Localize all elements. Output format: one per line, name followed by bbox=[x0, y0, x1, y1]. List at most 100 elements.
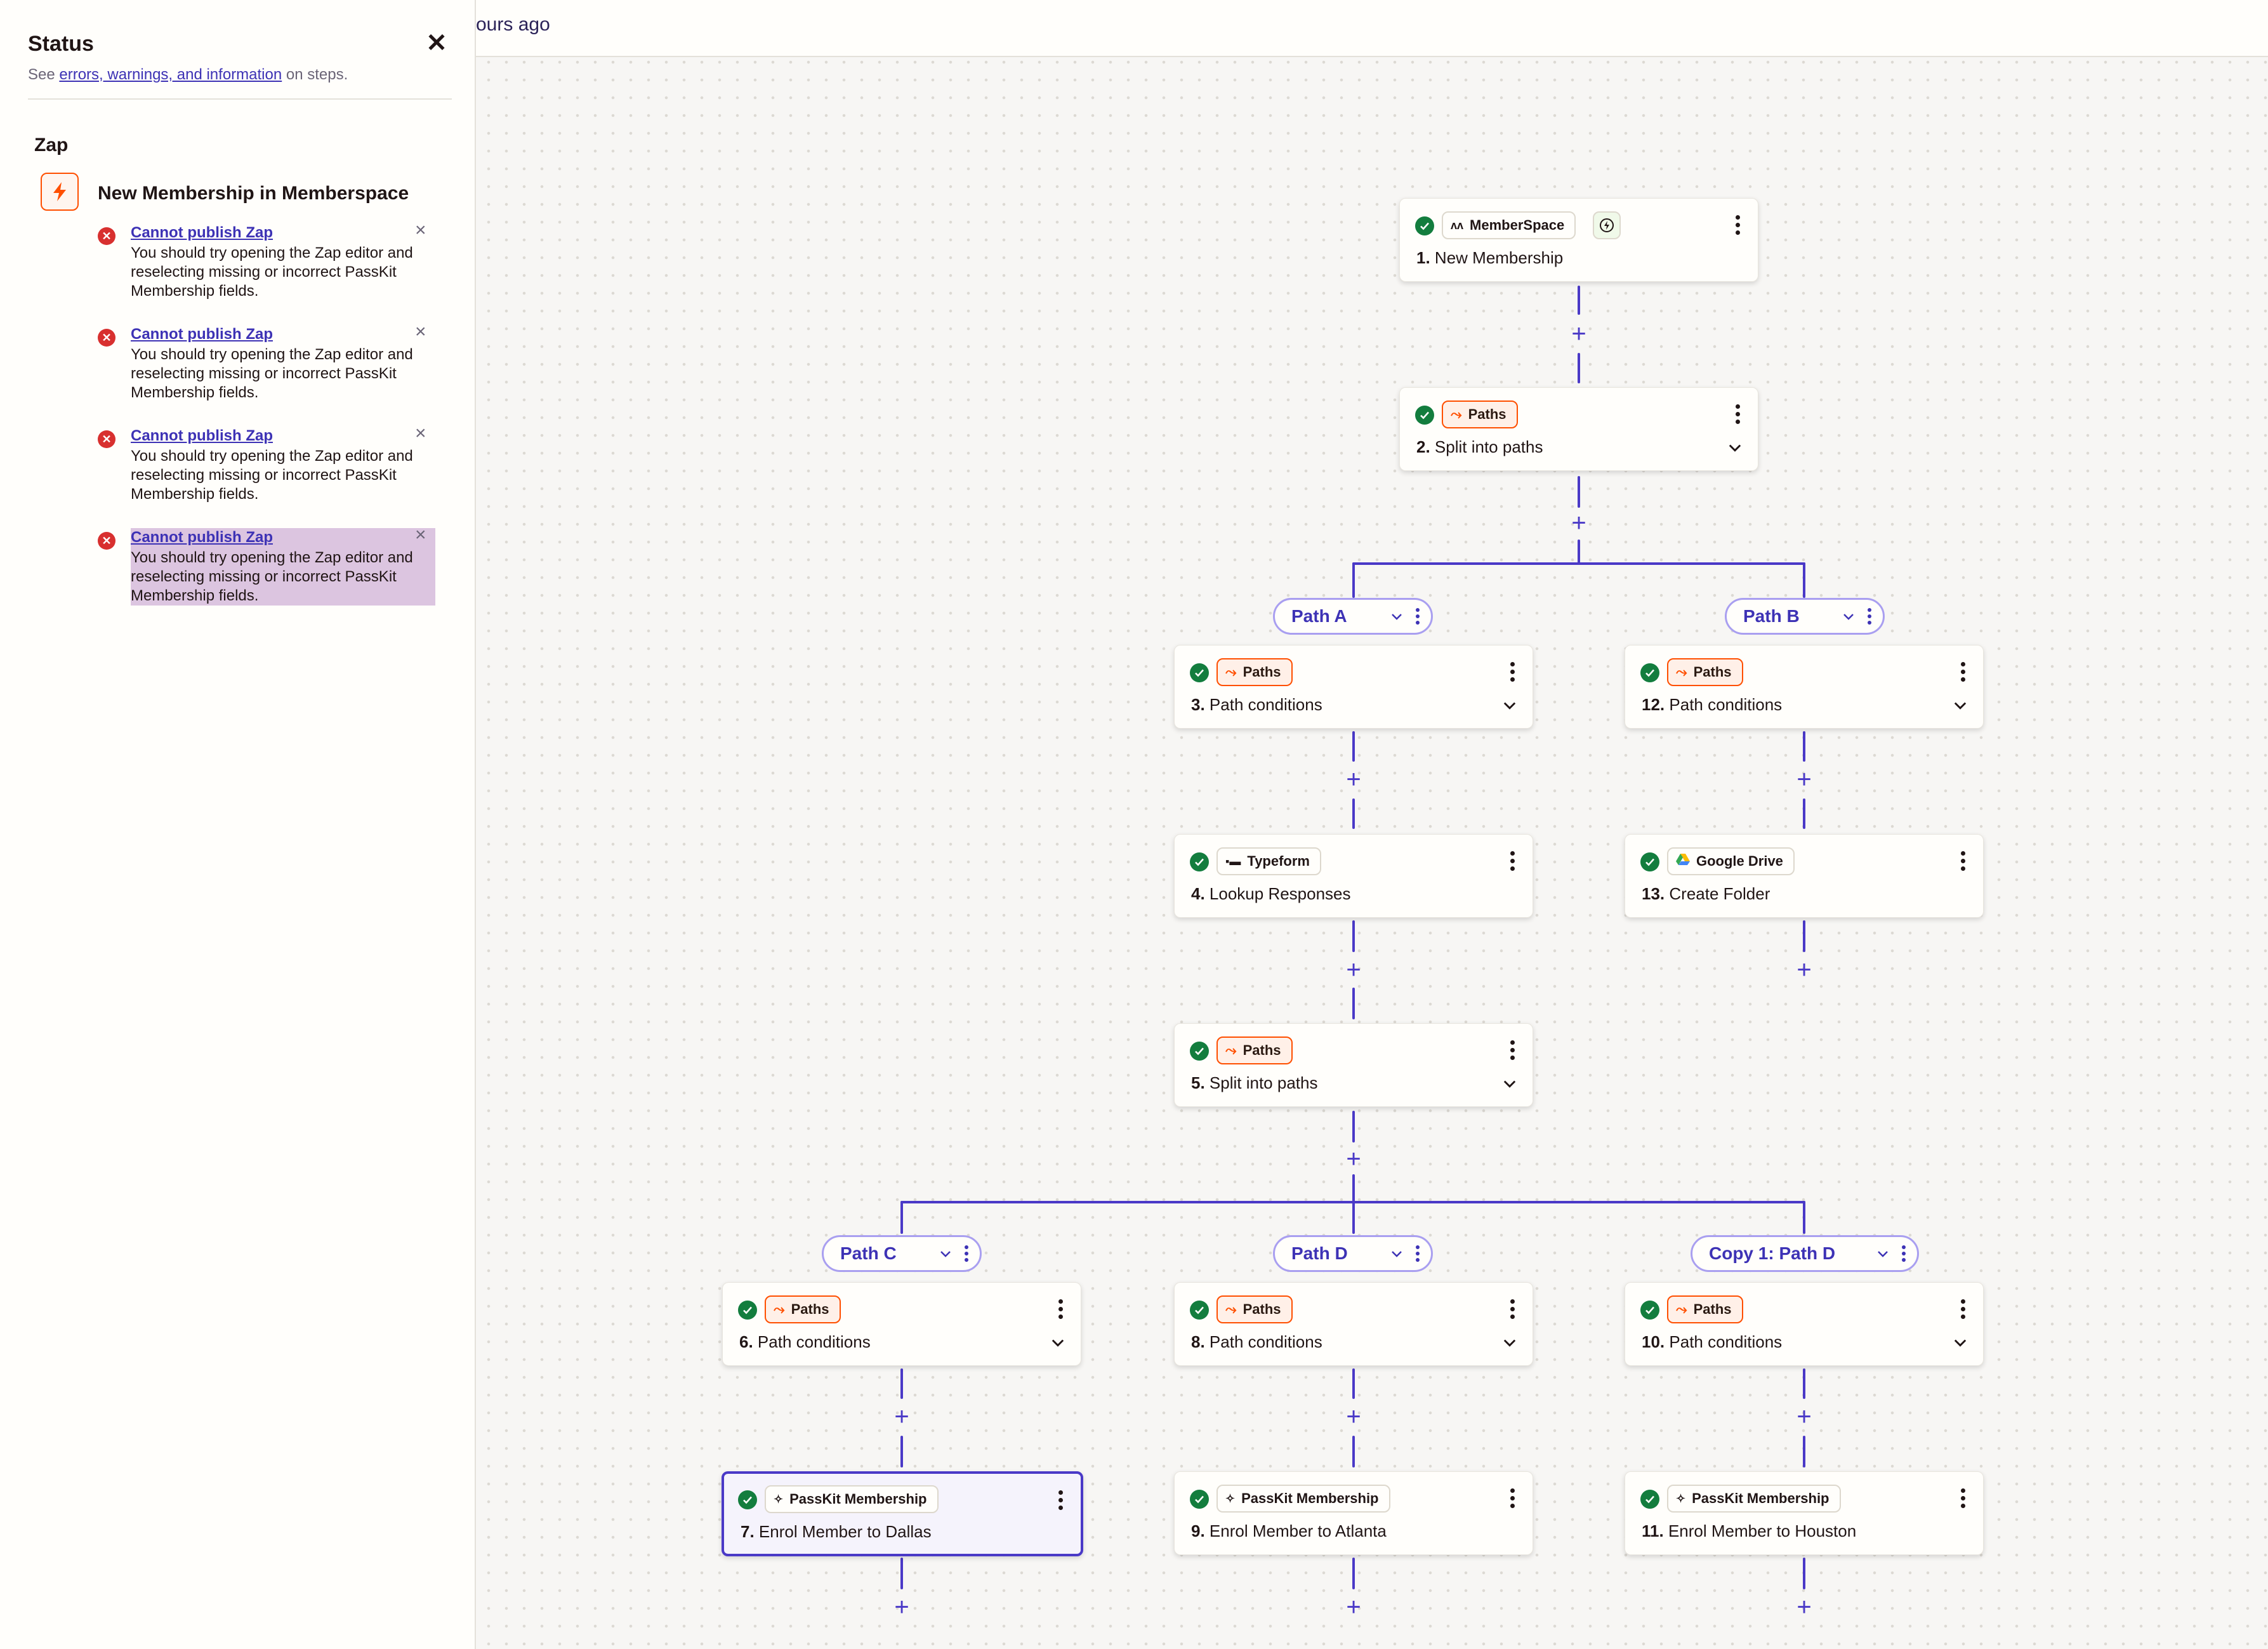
step-card-9[interactable]: ✧PassKit Membership 9. Enrol Member to A… bbox=[1174, 1471, 1533, 1555]
add-step-button[interactable]: + bbox=[1797, 956, 1812, 984]
more-options-icon[interactable] bbox=[1956, 850, 1969, 873]
add-step-button[interactable]: + bbox=[894, 1593, 909, 1621]
more-options-icon[interactable] bbox=[1956, 1298, 1969, 1321]
more-options-icon[interactable] bbox=[963, 1244, 970, 1263]
step-card-13[interactable]: Google Drive 13. Create Folder bbox=[1625, 834, 1984, 918]
step-card-2[interactable]: ⤳Paths 2. Split into paths bbox=[1399, 387, 1758, 471]
add-step-button[interactable]: + bbox=[1346, 765, 1361, 793]
step-card-10[interactable]: ⤳Paths 10. Path conditions bbox=[1625, 1282, 1984, 1366]
chevron-down-icon[interactable] bbox=[1049, 1334, 1067, 1351]
path-d-pill[interactable]: Path D bbox=[1273, 1235, 1433, 1272]
add-step-button[interactable]: + bbox=[894, 1403, 909, 1431]
more-options-icon[interactable] bbox=[1731, 403, 1744, 426]
step-card-12[interactable]: ⤳Paths 12. Path conditions bbox=[1625, 645, 1984, 729]
more-options-icon[interactable] bbox=[1506, 1298, 1519, 1321]
more-options-icon[interactable] bbox=[1866, 607, 1873, 626]
step-title: 13. Create Folder bbox=[1642, 884, 1770, 903]
error-title-link[interactable]: Cannot publish Zap bbox=[131, 326, 273, 343]
typeform-logo-icon: ▪▬ bbox=[1225, 854, 1241, 868]
dismiss-icon[interactable]: × bbox=[415, 321, 426, 342]
chevron-down-icon[interactable] bbox=[1841, 609, 1856, 624]
divider bbox=[28, 98, 452, 100]
section-title: Zap bbox=[34, 135, 69, 156]
path-b-pill[interactable]: Path B bbox=[1725, 598, 1885, 635]
status-panel: Status ✕ See errors, warnings, and infor… bbox=[0, 0, 476, 1649]
add-step-button[interactable]: + bbox=[1346, 1145, 1361, 1173]
passkit-logo-icon: ✧ bbox=[774, 1492, 784, 1506]
step-card-6[interactable]: ⤳Paths 6. Path conditions bbox=[722, 1282, 1081, 1366]
step-title: 3. Path conditions bbox=[1191, 695, 1322, 714]
check-circle-icon bbox=[1640, 1301, 1659, 1320]
add-step-button[interactable]: + bbox=[1797, 1403, 1812, 1431]
more-options-icon[interactable] bbox=[1956, 661, 1969, 684]
app-badge: ⤳Paths bbox=[1216, 1036, 1293, 1064]
close-icon[interactable]: ✕ bbox=[426, 29, 447, 57]
more-options-icon[interactable] bbox=[1054, 1489, 1067, 1512]
step-title: 8. Path conditions bbox=[1191, 1332, 1322, 1351]
check-circle-icon bbox=[738, 1490, 757, 1509]
dismiss-icon[interactable]: × bbox=[415, 220, 426, 241]
branch-icon: ⤳ bbox=[1451, 406, 1462, 422]
check-circle-icon bbox=[1190, 852, 1209, 871]
more-options-icon[interactable] bbox=[1956, 1487, 1969, 1510]
add-step-button[interactable]: + bbox=[1571, 320, 1586, 348]
dismiss-icon[interactable]: × bbox=[415, 423, 426, 444]
app-badge: ⤳Paths bbox=[1216, 658, 1293, 686]
chevron-down-icon[interactable] bbox=[1951, 696, 1969, 714]
chevron-down-icon[interactable] bbox=[1389, 1246, 1404, 1261]
step-card-7[interactable]: ✧PassKit Membership 7. Enrol Member to D… bbox=[722, 1471, 1083, 1556]
check-circle-icon bbox=[1640, 663, 1659, 682]
add-step-button[interactable]: + bbox=[1346, 1593, 1361, 1621]
more-options-icon[interactable] bbox=[1506, 850, 1519, 873]
app-badge: ▪▬Typeform bbox=[1216, 847, 1321, 875]
error-title-link[interactable]: Cannot publish Zap bbox=[131, 427, 273, 444]
path-c-pill[interactable]: Path C bbox=[822, 1235, 982, 1272]
step-title: 11. Enrol Member to Houston bbox=[1642, 1521, 1857, 1540]
more-options-icon[interactable] bbox=[1414, 607, 1421, 626]
more-options-icon[interactable] bbox=[1901, 1244, 1907, 1263]
x-circle-icon: ✕ bbox=[98, 532, 115, 550]
step-card-5[interactable]: ⤳Paths 5. Split into paths bbox=[1174, 1023, 1533, 1107]
step-card-4[interactable]: ▪▬Typeform 4. Lookup Responses bbox=[1174, 834, 1533, 918]
more-options-icon[interactable] bbox=[1506, 1487, 1519, 1510]
more-options-icon[interactable] bbox=[1506, 1039, 1519, 1062]
add-step-button[interactable]: + bbox=[1346, 956, 1361, 984]
app-name: Paths bbox=[1693, 1301, 1732, 1317]
chevron-down-icon[interactable] bbox=[1951, 1334, 1969, 1351]
add-step-button[interactable]: + bbox=[1571, 509, 1586, 537]
branch-icon: ⤳ bbox=[1676, 664, 1687, 680]
step-title: 1. New Membership bbox=[1416, 248, 1564, 267]
dismiss-icon[interactable]: × bbox=[415, 524, 426, 545]
path-d-copy-pill[interactable]: Copy 1: Path D bbox=[1691, 1235, 1919, 1272]
chevron-down-icon[interactable] bbox=[1501, 1075, 1519, 1092]
step-card-11[interactable]: ✧PassKit Membership 11. Enrol Member to … bbox=[1625, 1471, 1984, 1555]
more-options-icon[interactable] bbox=[1414, 1244, 1421, 1263]
more-options-icon[interactable] bbox=[1054, 1298, 1067, 1321]
check-circle-icon bbox=[1190, 1490, 1209, 1509]
chevron-down-icon[interactable] bbox=[1501, 696, 1519, 714]
error-title-link[interactable]: Cannot publish Zap bbox=[131, 224, 273, 241]
chevron-down-icon[interactable] bbox=[1501, 1334, 1519, 1351]
path-label: Path B bbox=[1743, 606, 1800, 626]
step-card-8[interactable]: ⤳Paths 8. Path conditions bbox=[1174, 1282, 1533, 1366]
path-a-pill[interactable]: Path A bbox=[1273, 598, 1433, 635]
panel-subtitle: See errors, warnings, and information on… bbox=[28, 66, 348, 83]
more-options-icon[interactable] bbox=[1506, 661, 1519, 684]
errors-info-link[interactable]: errors, warnings, and information bbox=[59, 66, 282, 83]
last-edited-text: ours ago bbox=[476, 14, 550, 35]
app-name: PassKit Membership bbox=[1241, 1490, 1379, 1506]
app-badge: ✧PassKit Membership bbox=[1216, 1485, 1390, 1513]
chevron-down-icon[interactable] bbox=[1389, 609, 1404, 624]
add-step-button[interactable]: + bbox=[1797, 765, 1812, 793]
chevron-down-icon[interactable] bbox=[938, 1246, 953, 1261]
chevron-down-icon[interactable] bbox=[1875, 1246, 1890, 1261]
error-title-link[interactable]: Cannot publish Zap bbox=[131, 529, 273, 546]
app-name: Paths bbox=[1468, 406, 1507, 422]
step-card-3[interactable]: ⤳Paths 3. Path conditions bbox=[1174, 645, 1533, 729]
add-step-button[interactable]: + bbox=[1797, 1593, 1812, 1621]
more-options-icon[interactable] bbox=[1731, 214, 1744, 237]
chevron-down-icon[interactable] bbox=[1726, 439, 1744, 456]
add-step-button[interactable]: + bbox=[1346, 1403, 1361, 1431]
